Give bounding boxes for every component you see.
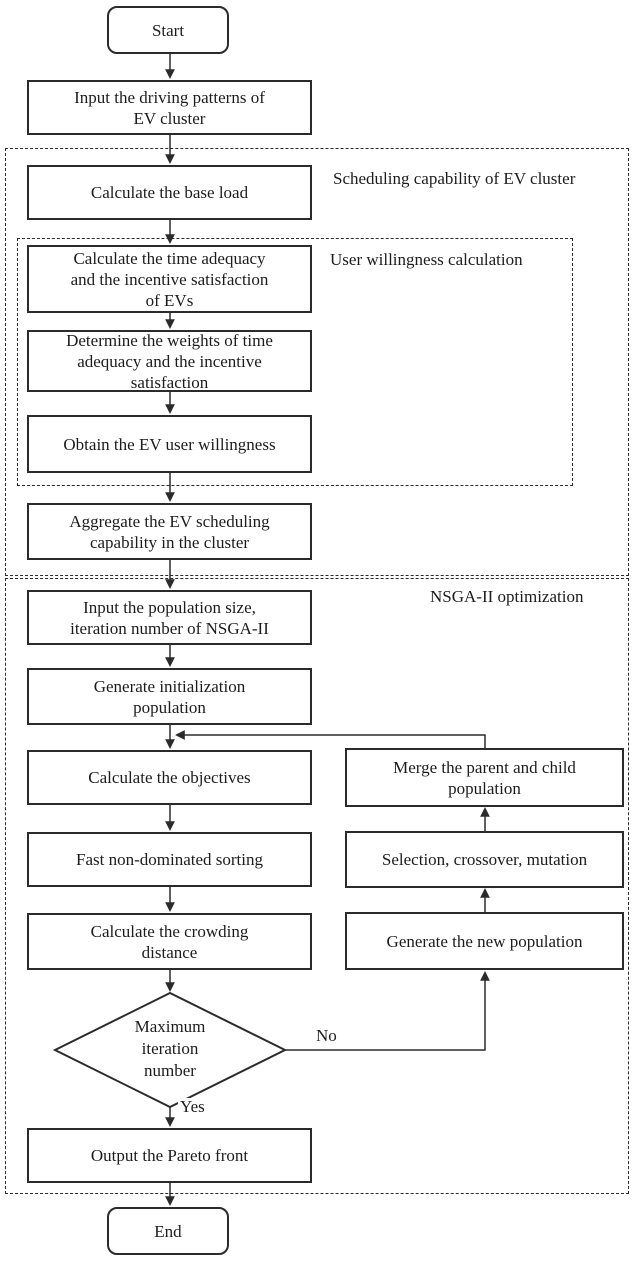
region-label-user-willingness: User willingness calculation bbox=[330, 250, 523, 269]
node-fast-nondominated-sorting: Fast non-dominated sorting bbox=[27, 832, 312, 887]
region-scheduling-capability bbox=[5, 148, 629, 576]
decision-max-iteration-label: Maximum iteration number bbox=[134, 1017, 206, 1080]
node-obtain-user-willingness: Obtain the EV user willingness bbox=[27, 415, 312, 473]
node-calculate-base-load: Calculate the base load bbox=[27, 165, 312, 220]
region-label-nsga-optimization: NSGA-II optimization bbox=[430, 587, 584, 606]
node-generate-new-population: Generate the new population bbox=[345, 912, 624, 970]
region-user-willingness bbox=[17, 238, 573, 486]
edge-label-no: No bbox=[314, 1026, 339, 1045]
node-generate-initial-population: Generate initialization population bbox=[27, 668, 312, 725]
arrow-no-to-new-population bbox=[285, 971, 490, 1051]
region-nsga-optimization bbox=[5, 578, 629, 1194]
arrow-merge-feedback bbox=[175, 730, 486, 748]
edge-label-yes: Yes bbox=[178, 1097, 207, 1116]
node-aggregate-scheduling-capability: Aggregate the EV scheduling capability i… bbox=[27, 503, 312, 560]
node-input-population-size: Input the population size, iteration num… bbox=[27, 590, 312, 645]
node-time-adequacy-satisfaction: Calculate the time adequacy and the ince… bbox=[27, 245, 312, 313]
node-calculate-crowding-distance: Calculate the crowding distance bbox=[27, 913, 312, 970]
node-calculate-objectives: Calculate the objectives bbox=[27, 750, 312, 805]
node-start: Start bbox=[107, 6, 229, 54]
node-selection-crossover-mutation: Selection, crossover, mutation bbox=[345, 831, 624, 888]
node-determine-weights: Determine the weights of time adequacy a… bbox=[27, 330, 312, 392]
decision-diamond bbox=[52, 991, 288, 1109]
node-merge-populations: Merge the parent and child population bbox=[345, 748, 624, 807]
node-output-pareto-front: Output the Pareto front bbox=[27, 1128, 312, 1183]
region-label-scheduling-capability: Scheduling capability of EV cluster bbox=[333, 169, 576, 188]
node-input-driving-patterns: Input the driving patterns of EV cluster bbox=[27, 80, 312, 135]
node-end: End bbox=[107, 1207, 229, 1255]
